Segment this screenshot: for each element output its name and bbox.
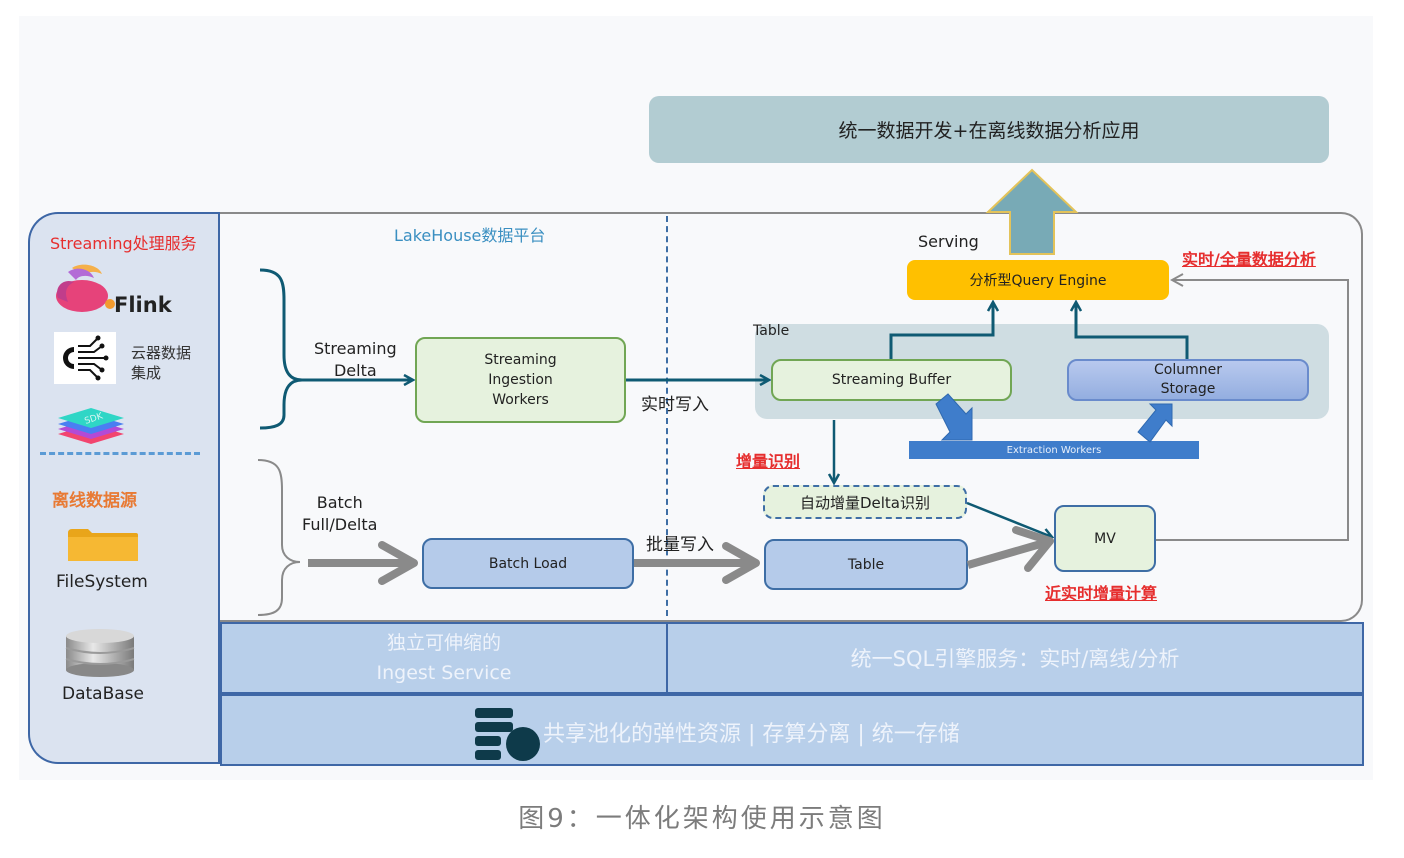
resource-pool-icon <box>473 706 543 762</box>
streaming-buffer-node: Streaming Buffer <box>771 359 1012 401</box>
ingest-divider <box>666 216 668 616</box>
batch-line1: Batch <box>316 493 363 512</box>
realtime-full-analysis-label: 实时/全量数据分析 <box>1182 250 1316 269</box>
database-label: DataBase <box>62 684 144 704</box>
mv-node: MV <box>1054 505 1156 572</box>
columner-line2: Storage <box>1160 381 1216 397</box>
streaming-delta-line2: Delta <box>333 361 377 380</box>
realtime-write-label: 实时写入 <box>641 395 709 415</box>
unified-dev-analysis-box: 统一数据开发+在离线数据分析应用 <box>649 96 1329 163</box>
streaming-service-title: Streaming处理服务 <box>50 234 197 253</box>
ingest-line1: 独立可伸缩的 <box>386 632 501 654</box>
auto-delta-detect-label: 自动增量Delta识别 <box>799 493 931 512</box>
columner-line1: Columner <box>1154 362 1222 378</box>
folder-icon <box>66 527 140 563</box>
near-realtime-compute-label: 近实时增量计算 <box>1045 584 1158 603</box>
cloud-integration-line2: 集成 <box>131 364 162 382</box>
query-engine-node: 分析型Query Engine <box>907 260 1169 300</box>
streaming-ingestion-line3: Workers <box>492 392 549 408</box>
streaming-ingestion-line2: Ingestion <box>488 372 553 388</box>
streaming-buffer-label: Streaming Buffer <box>831 372 952 388</box>
mv-label: MV <box>1094 530 1116 547</box>
query-engine-label: 分析型Query Engine <box>969 273 1107 289</box>
serving-label: Serving <box>918 232 979 251</box>
filesystem-label: FileSystem <box>56 572 148 592</box>
section-separator <box>40 452 200 455</box>
panel-divider <box>218 212 220 764</box>
ingest-service-band: 独立可伸缩的 Ingest Service <box>220 622 668 694</box>
batch-full-delta-label: Batch Full/Delta <box>302 492 377 536</box>
shared-resources-band <box>220 694 1364 766</box>
table-node: Table <box>764 539 968 590</box>
platform-title: LakeHouse数据平台 <box>394 226 546 245</box>
offline-sources-title: 离线数据源 <box>52 491 137 511</box>
extraction-workers-bar: Extraction Workers <box>909 441 1199 459</box>
table-group-label: Table <box>753 323 790 339</box>
data-integration-icon <box>54 332 116 384</box>
resources-label: 共享池化的弹性资源 | 存算分离 | 统一存储 <box>543 722 960 747</box>
cloud-integration-line1: 云器数据 <box>131 344 192 362</box>
sdk-stack-icon: SDK <box>54 404 128 450</box>
flink-squirrel-icon <box>50 262 120 314</box>
batch-line2: Full/Delta <box>302 515 378 534</box>
batch-write-label: 批量写入 <box>646 535 714 555</box>
streaming-ingestion-line1: Streaming <box>484 352 557 368</box>
flink-label: Flink <box>114 293 172 317</box>
auto-delta-detect-node: 自动增量Delta识别 <box>763 485 967 519</box>
streaming-delta-label: Streaming Delta <box>314 338 397 382</box>
table-label: Table <box>847 556 885 573</box>
incremental-detect-label: 增量识别 <box>736 452 801 471</box>
figure-caption: 图9：一体化架构使用示意图 <box>0 796 1404 836</box>
ingest-line2: Ingest Service <box>376 662 512 684</box>
database-icon <box>64 628 136 678</box>
sql-engine-band: 统一SQL引擎服务：实时/离线/分析 <box>666 622 1364 694</box>
batch-load-label: Batch Load <box>488 555 568 572</box>
extraction-workers-label: Extraction Workers <box>1006 444 1102 456</box>
figure-caption-text: 图9：一体化架构使用示意图 <box>518 803 886 834</box>
cloud-integration-label: 云器数据 集成 <box>131 343 191 383</box>
streaming-delta-line1: Streaming <box>314 339 397 358</box>
streaming-ingestion-workers-node: Streaming Ingestion Workers <box>415 337 626 423</box>
unified-dev-analysis-label: 统一数据开发+在离线数据分析应用 <box>838 120 1140 142</box>
sql-engine-label: 统一SQL引擎服务：实时/离线/分析 <box>850 647 1180 671</box>
batch-load-node: Batch Load <box>422 538 634 589</box>
columner-storage-node: Columner Storage <box>1067 359 1309 401</box>
